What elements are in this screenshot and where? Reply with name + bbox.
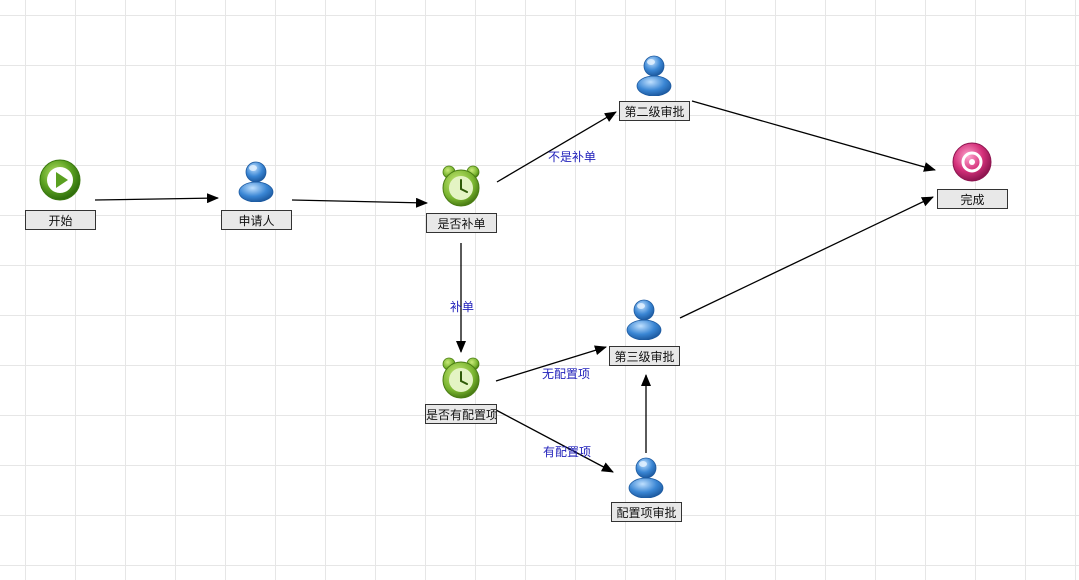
end-disc-icon [952, 142, 992, 182]
node-label: 第三级审批 [609, 346, 680, 366]
edge-applicant-to-is-supplement[interactable] [291, 197, 428, 208]
alarm-clock-icon [442, 165, 480, 207]
user-icon [626, 299, 662, 340]
user-icon [636, 55, 672, 96]
edge-label-not-supplement: 不是补单 [548, 150, 597, 164]
user-icon [628, 457, 664, 498]
edge-label-no-config: 无配置项 [542, 367, 591, 381]
start-play-icon [39, 159, 81, 201]
node-label: 第二级审批 [619, 101, 690, 121]
edge-start-to-applicant[interactable] [94, 193, 219, 204]
node-label: 完成 [937, 189, 1008, 209]
edge-level2-to-finish[interactable] [691, 100, 936, 172]
user-icon [238, 161, 274, 202]
edge-has-config-to-level3[interactable] [495, 345, 607, 382]
node-label: 配置项审批 [611, 502, 682, 522]
edge-has-config-to-config-approve[interactable] [495, 409, 614, 473]
node-label: 申请人 [221, 210, 292, 230]
node-label: 开始 [25, 210, 96, 230]
edge-is-supplement-to-level2[interactable] [496, 111, 617, 183]
edge-level3-to-finish[interactable] [679, 196, 934, 319]
alarm-clock-icon [442, 357, 480, 399]
edges [94, 100, 936, 473]
edge-label-has-config: 有配置项 [543, 445, 592, 459]
edge-label-supplement: 补单 [450, 300, 475, 314]
node-label: 是否补单 [426, 213, 497, 233]
node-label: 是否有配置项 [425, 404, 497, 424]
